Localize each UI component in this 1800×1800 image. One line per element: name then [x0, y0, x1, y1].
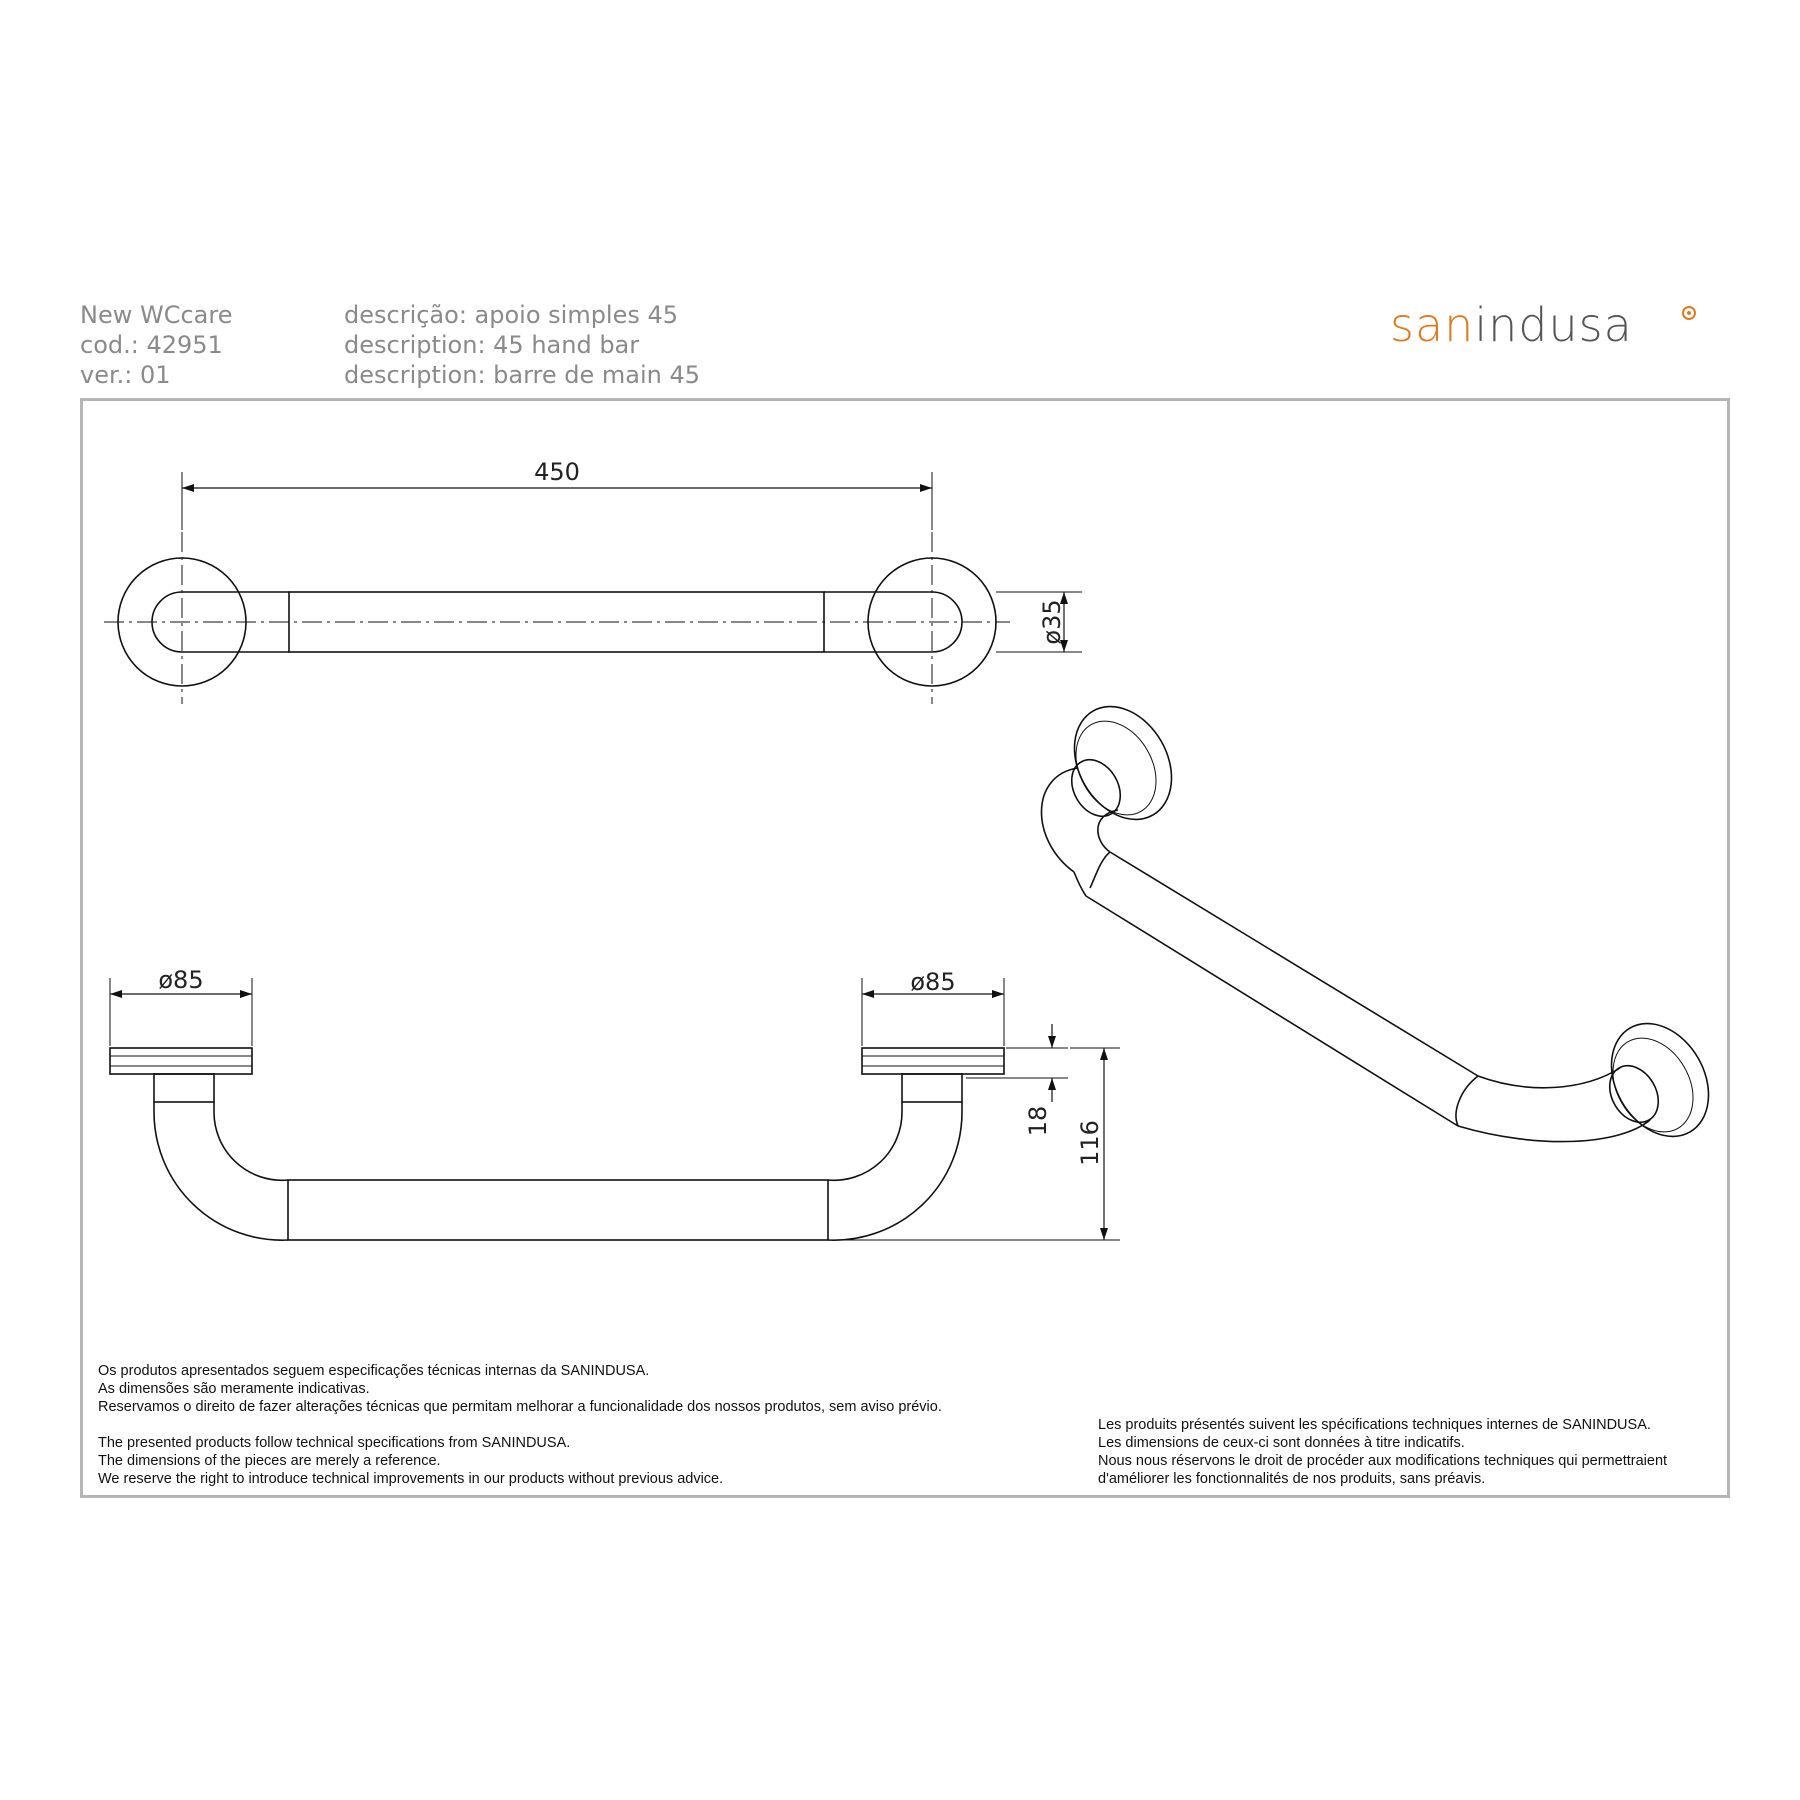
iso-grip-lower	[1085, 895, 1459, 1127]
iso-bottom-collar	[1608, 1064, 1660, 1124]
note-pt-2: As dimensões são meramente indicativas.	[98, 1381, 370, 1397]
description-en: description: 45 hand bar	[344, 331, 640, 359]
length-label: 450	[534, 458, 580, 486]
top-view-right-end	[824, 591, 963, 653]
iso-bottom-flange-inner	[1612, 1037, 1694, 1133]
logo-part-indusa: indusa	[1474, 298, 1633, 352]
front-left-bend	[153, 1102, 289, 1241]
front-right-bend	[827, 1102, 963, 1241]
product-version: ver.: 01	[80, 361, 171, 389]
front-left-flange	[109, 1047, 253, 1075]
collection-name: New WCcare	[80, 301, 233, 329]
notes-left-column: Os produtos apresentados seguem especifi…	[98, 1362, 942, 1488]
product-info: New WCcare cod.: 42951 ver.: 01	[80, 300, 232, 390]
drawing-frame	[80, 398, 1730, 1498]
note-en-1: The presented products follow technical …	[98, 1435, 571, 1451]
bar-diameter-label: ø35	[1038, 599, 1066, 644]
notes-right-column: Les produits présentés suivent les spéci…	[1098, 1416, 1667, 1488]
product-descriptions: descrição: apoio simples 45 description:…	[344, 300, 700, 390]
front-right-flange	[861, 1047, 1005, 1075]
note-fr-3: Nous nous réservons le droit de procéder…	[1098, 1453, 1668, 1469]
iso-top-collar	[1070, 758, 1122, 818]
left-flange-diameter-label: ø85	[158, 966, 203, 994]
iso-grip-end	[1455, 1075, 1479, 1127]
iso-top-flange-inner	[1075, 720, 1157, 816]
front-view	[109, 978, 1120, 1241]
top-view	[104, 472, 1082, 704]
note-fr-2: Les dimensions de ceux-ci sont données à…	[1098, 1435, 1465, 1451]
front-grip	[287, 1179, 829, 1241]
logo-part-san: san	[1390, 298, 1475, 352]
iso-bottom-bend	[1457, 1067, 1651, 1143]
note-en-2: The dimensions of the pieces are merely …	[98, 1453, 441, 1469]
projection-label: 116	[1076, 1120, 1104, 1166]
iso-grip-upper	[1109, 851, 1479, 1077]
note-spacer	[98, 1416, 942, 1434]
note-en-3: We reserve the right to introduce techni…	[98, 1471, 724, 1487]
right-flange-diameter-label: ø85	[910, 968, 955, 996]
front-left-collar	[153, 1073, 215, 1103]
isometric-view	[1040, 705, 1710, 1143]
iso-top-bend	[1040, 767, 1119, 873]
iso-top-sleeve	[1073, 851, 1111, 897]
description-pt: descrição: apoio simples 45	[344, 301, 679, 329]
brand-logo: sanindusa	[1390, 298, 1633, 352]
flange-depth-label: 18	[1024, 1106, 1052, 1137]
iso-top-flange-outer	[1073, 705, 1173, 821]
iso-bottom-flange-outer	[1610, 1022, 1710, 1138]
note-pt-3: Reservamos o direito de fazer alterações…	[98, 1399, 942, 1415]
front-right-collar	[901, 1073, 963, 1103]
note-fr-1: Les produits présentés suivent les spéci…	[1098, 1417, 1651, 1433]
description-fr: description: barre de main 45	[344, 361, 701, 389]
note-fr-4: d'améliorer les fonctionnalités de nos p…	[1098, 1471, 1486, 1487]
note-pt-1: Os produtos apresentados seguem especifi…	[98, 1363, 650, 1379]
logo-mark-icon	[1682, 306, 1696, 320]
product-code: cod.: 42951	[80, 331, 223, 359]
